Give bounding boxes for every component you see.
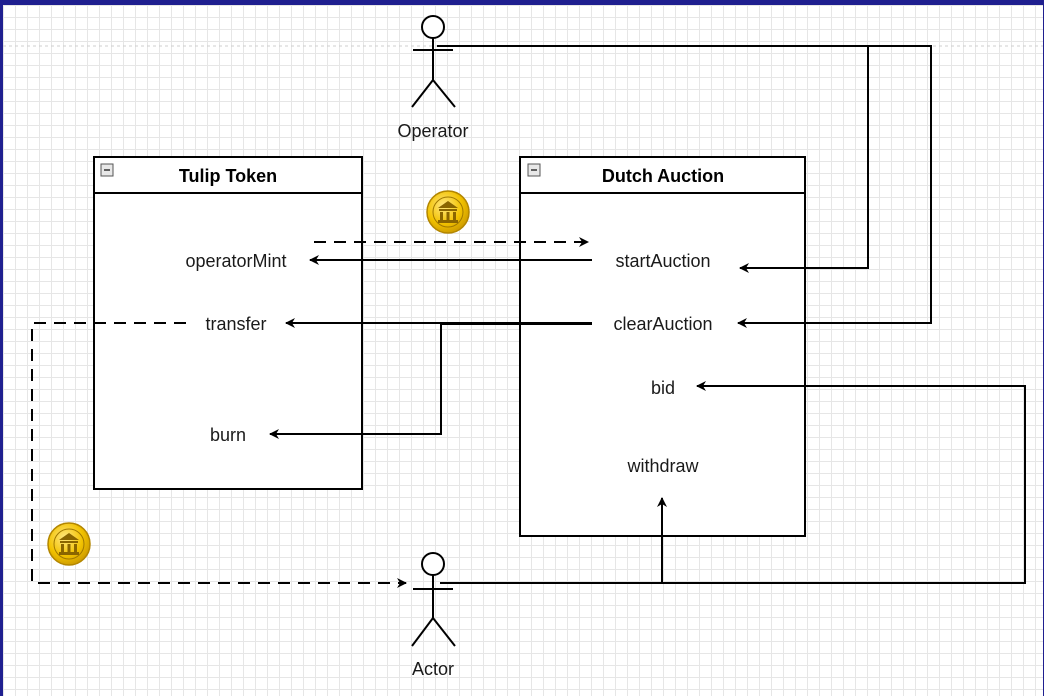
diagram-canvas: Tulip Token Dutch Auction operatorMint t… [3, 5, 1043, 696]
connector-actor-to-bid [440, 381, 1026, 584]
tulip-token-title: Tulip Token [179, 166, 277, 186]
method-operator-mint[interactable]: operatorMint [185, 251, 286, 271]
connector-operator-to-start [437, 45, 869, 273]
actor-label: Actor [412, 659, 454, 679]
method-clear-auction[interactable]: clearAuction [613, 314, 712, 334]
actor[interactable]: Actor [411, 552, 456, 679]
connector-clear-to-burn [269, 323, 592, 439]
collapse-icon[interactable] [527, 163, 541, 177]
coin-icon [426, 190, 470, 234]
transfer-to-actor-connector [31, 322, 407, 588]
operator-label: Operator [397, 121, 468, 141]
operator-actor[interactable]: Operator [397, 15, 469, 141]
connector-operator-to-clear [737, 45, 932, 328]
collapse-icon[interactable] [100, 163, 114, 177]
dutch-auction-box[interactable]: Dutch Auction [519, 156, 806, 537]
method-start-auction[interactable]: startAuction [615, 251, 710, 271]
method-burn[interactable]: burn [210, 425, 246, 445]
coin-icon [47, 522, 91, 566]
method-transfer[interactable]: transfer [205, 314, 266, 334]
method-withdraw[interactable]: withdraw [626, 456, 699, 476]
dutch-auction-title: Dutch Auction [602, 166, 724, 186]
method-bid[interactable]: bid [651, 378, 675, 398]
